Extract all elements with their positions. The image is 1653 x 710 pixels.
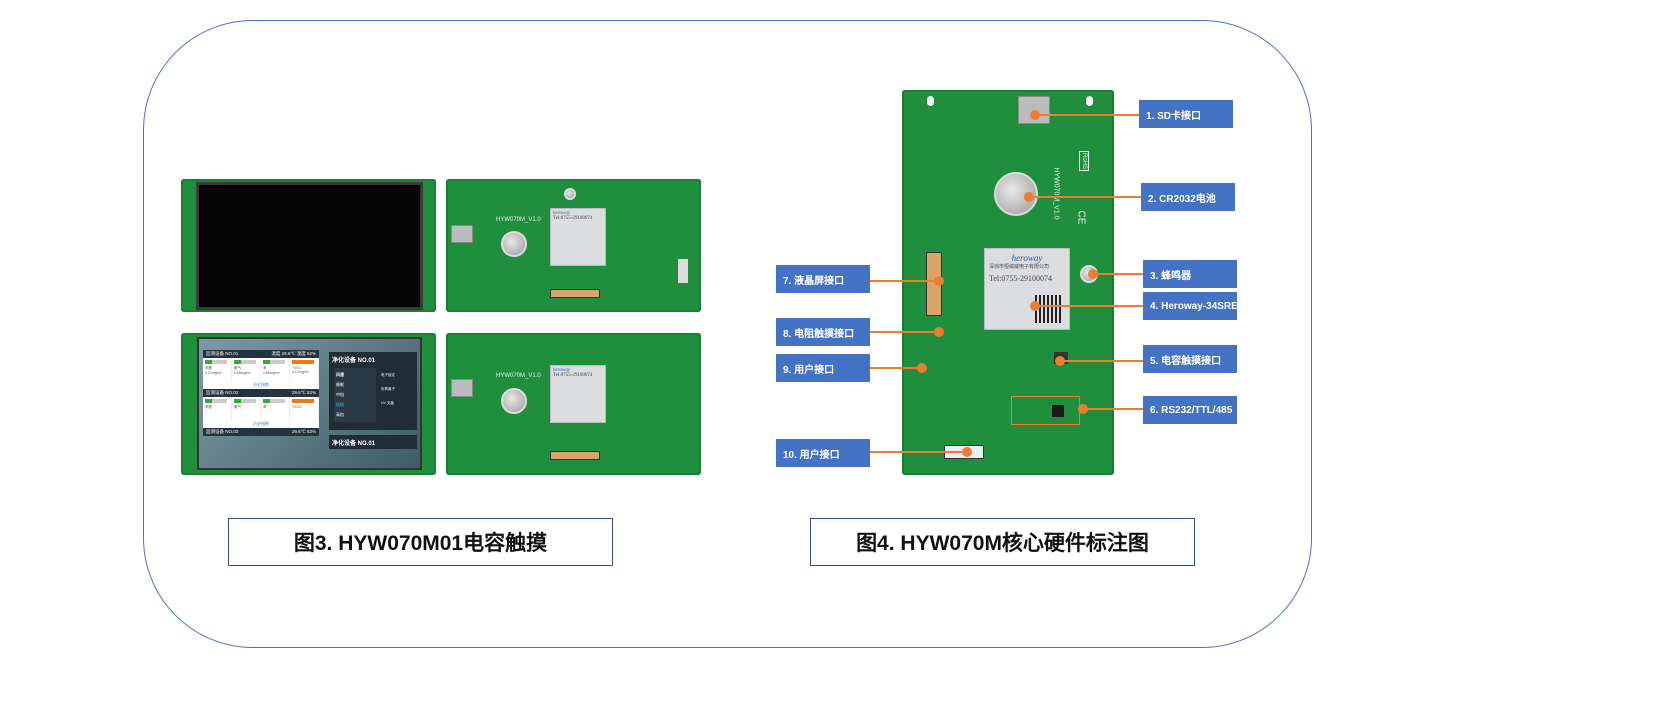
panel-title: 监测设备 NO.03 [206,429,239,434]
board-silk: HYW070M_V1.0 [496,217,541,223]
board-silk: HYW070M_V1.0 [496,373,541,379]
purifier-panel: 净化设备 NO.01 风速 睡眠 中档 低档 高档 电子锁定 负氧离子 UV 灭… [329,352,417,430]
purifier-title: 净化设备 NO.01 [329,435,417,449]
sensor-name: 苯 [263,405,267,409]
history-link: 历史指数 [253,382,269,387]
panel-title: 监测设备 NO.01 [206,351,239,356]
figure4-caption: 图4. HYW070M核心硬件标注图 [810,518,1195,566]
history-link: 历史指数 [253,421,269,426]
sensor-name: 甲醛 [205,366,212,370]
ce-mark: CE [1075,210,1087,225]
lcd-screen [196,182,423,310]
toggle-label: 负氧离子 [381,387,395,391]
temp-value: 29.6℃ [291,390,306,395]
sensor-name: 甲醛 [205,405,212,409]
fan-option: 低档 [336,402,344,407]
sensor-value: 0.12mg/m³ [292,370,309,374]
sensor-name: TVOC [292,405,302,409]
label-cap-touch: 5. 电容触摸接口 [1143,345,1237,373]
temp-value: 29.6℃ [281,351,296,356]
fan-option: 高档 [336,412,344,417]
module-brand: heroway [1011,253,1043,263]
sensor-value: 0.65mg/m³ [234,371,251,375]
core-module: heroway 深圳市恒域威电子有限公司 Tel:0755-29100074 [984,248,1070,330]
label-res-touch: 8. 电阻触摸接口 [776,318,870,346]
purifier-title: 净化设备 NO.01 [332,358,376,364]
sensor-name: 氨气 [234,366,241,370]
module-tel: Tel:0755-29100074 [989,274,1052,283]
label-lcd: 7. 液晶屏接口 [776,265,870,293]
module-brand: heroway [553,211,571,216]
hum-label: 湿度 [296,351,306,356]
hum-value: 52% [306,351,316,356]
board-silk: HYW070M_V1.0 [1052,167,1060,220]
label-serial: 6. RS232/TTL/485 [1143,396,1237,424]
display-board-front-off [181,179,436,312]
fan-label: 风速 [336,372,344,377]
label-battery: 2. CR2032电池 [1141,183,1235,211]
fan-option: 中档 [336,392,344,397]
module-tel: Tel:0755-29100074 [553,216,593,221]
rounded-frame [143,20,1312,648]
label-sd-card: 1. SD卡接口 [1139,100,1233,128]
figure3-caption: 图3. HYW070M01电容触摸 [228,518,613,566]
sensor-name: 苯 [263,366,267,370]
label-buzzer: 3. 蜂鸣器 [1143,260,1237,288]
module-tel: Tel:0755-29100074 [553,373,593,378]
battery [501,231,527,257]
temp-label: 温度 [271,351,281,356]
toggle-label: 电子锁定 [381,373,395,377]
rs232-region [1011,396,1080,425]
module-company: 深圳市恒域威电子有限公司 [989,265,1050,270]
qr-code [1035,295,1063,323]
sensor-name: 氨气 [234,405,241,409]
module-brand: heroway [553,368,571,373]
temp-value: 29.6℃ [291,429,306,434]
toggle-label: UV 灭菌 [381,401,394,405]
rohs-mark: RoHS [1079,150,1090,172]
fan-option: 睡眠 [336,382,344,387]
sensor-value: 0.21mg/m³ [205,371,222,375]
sensor-name: TVOC [292,366,302,370]
panel-title: 监测设备 NO.02 [206,390,239,395]
hum-value: 52% [306,429,316,434]
hum-value: 52% [306,390,316,395]
label-user-port-2: 10. 用户接口 [776,439,870,467]
sensor-value: 0.66mg/m³ [263,371,280,375]
label-module: 4. Heroway-34SRE [1143,292,1237,320]
label-user-port-1: 9. 用户接口 [776,354,870,382]
